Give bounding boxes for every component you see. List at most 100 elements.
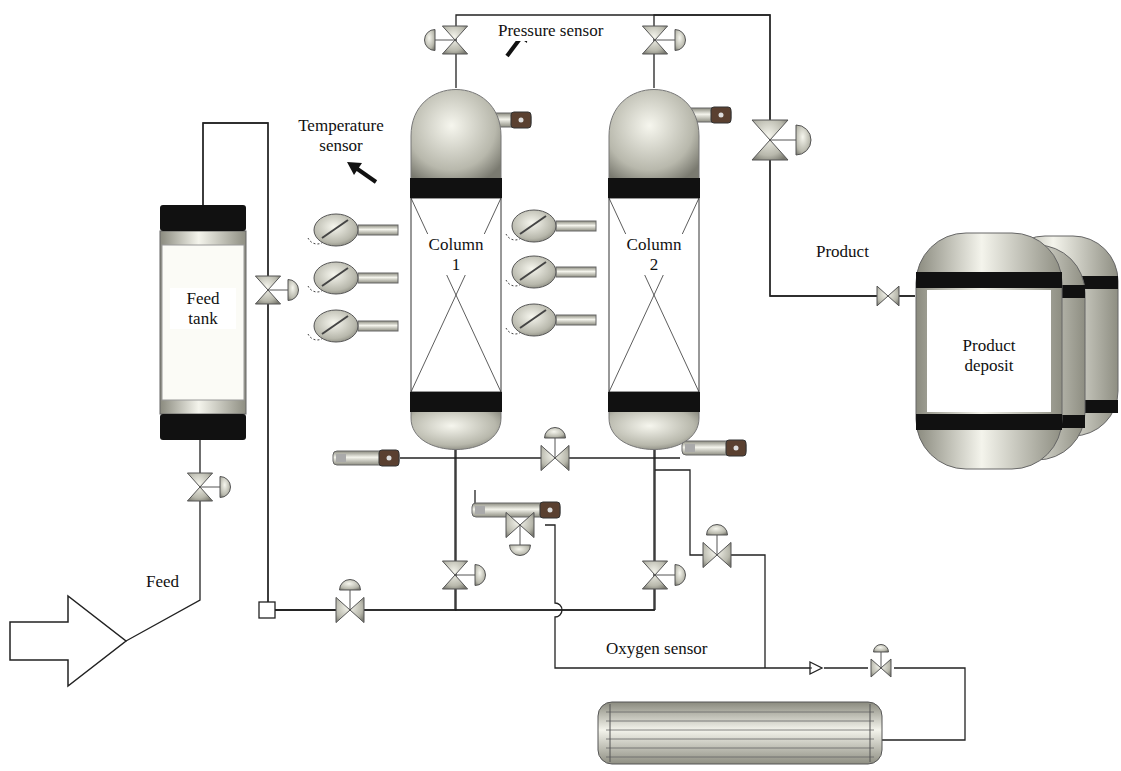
control-valve (506, 512, 534, 555)
pointer-arrow (347, 162, 362, 175)
pressure-sensor-symbol (682, 440, 746, 456)
thermo-mark (322, 316, 348, 334)
thermo-head (314, 262, 358, 294)
sensor-fin (606, 748, 874, 749)
control-valve (642, 26, 685, 54)
sensor-dot (734, 446, 739, 451)
pipe-line (400, 457, 680, 458)
flow-arrowhead (810, 662, 822, 674)
sensor-dot (519, 118, 524, 123)
valve-stem (268, 290, 288, 291)
valve-actuator (874, 645, 889, 653)
valve-stem (717, 535, 718, 555)
sensor-fin (606, 712, 874, 713)
temperature-sensor-symbol (308, 214, 398, 246)
vessel-label: Column 2 (621, 234, 687, 275)
sensor-cap (475, 506, 485, 514)
pipe-line (730, 555, 765, 668)
connector-line (456, 15, 915, 296)
valve-stem (770, 140, 796, 141)
sensor-fin (606, 757, 874, 758)
sensor-head (711, 107, 731, 123)
pipe-line (545, 525, 812, 668)
sensor-head (540, 502, 560, 518)
valve-actuator (340, 580, 361, 591)
adsorption-column: Column 1 (410, 88, 502, 450)
thermo-head (512, 210, 556, 242)
thermo-head (314, 214, 358, 246)
valve-stem (350, 590, 351, 610)
valve-actuator (510, 545, 531, 556)
valve-stem (455, 575, 475, 576)
sensor-head (726, 440, 746, 456)
valve-actuator (707, 525, 728, 536)
pipe-connector (203, 123, 654, 610)
thermo-head (314, 310, 358, 342)
column-dome (411, 410, 501, 450)
valve-actuator (475, 565, 486, 586)
thermo-mark (322, 220, 348, 238)
temperature-sensor-symbol (506, 304, 596, 336)
pipe-line (824, 667, 868, 668)
oxygen-sensor-body (598, 702, 882, 764)
valve-actuator (545, 428, 566, 439)
thermo-stem (358, 273, 398, 283)
deposit-band (916, 272, 1062, 288)
valve-actuator (425, 30, 435, 51)
control-valve (255, 276, 298, 304)
sensor-body (472, 503, 560, 517)
connector-line (203, 123, 654, 610)
temperature-sensor-symbol (308, 310, 398, 342)
control-valve (877, 286, 899, 306)
sensor-cap (685, 444, 695, 452)
thermo-stem (556, 267, 596, 277)
node-text-stack: Column 2 (621, 234, 687, 275)
valve-stem (520, 525, 521, 545)
deposit-body (916, 233, 1062, 469)
temperature-sensor-symbol (506, 210, 596, 242)
valve-actuator (288, 280, 299, 301)
sensor-fin (606, 721, 874, 722)
sensor-cap (336, 454, 346, 462)
callout-label: Product (816, 242, 869, 262)
sensor-dot (548, 508, 553, 513)
valve-stem (200, 487, 220, 488)
callout-label: Temperature sensor (282, 116, 400, 155)
column-dome (609, 410, 699, 450)
valve-stem (555, 438, 556, 458)
column-band (410, 178, 502, 198)
thermo-mark (520, 262, 546, 280)
valve-stem (655, 575, 675, 576)
callout-label: Oxygen sensor (606, 639, 708, 659)
node-text-stack: Column 1 (423, 234, 489, 275)
callout-label: Feed (146, 572, 179, 592)
valve-body (877, 286, 899, 306)
packed-bed-cross (609, 198, 699, 392)
tank-panel (162, 245, 244, 400)
thermo-stem (556, 315, 596, 325)
pressure-sensor-symbol (472, 502, 560, 518)
sensor-fin (606, 739, 874, 740)
valve-stem (435, 40, 455, 41)
sensor-head (511, 112, 531, 128)
thermo-stem (556, 221, 596, 231)
pipe-line (455, 609, 655, 610)
thermo-mark (520, 310, 546, 328)
valve-actuator (796, 125, 811, 155)
column-dome (411, 90, 501, 181)
column-bed (609, 198, 699, 392)
deposit-panel (927, 290, 1051, 412)
pipe-line (810, 668, 812, 669)
tank-body (160, 231, 246, 414)
vessel-label: Product deposit (942, 335, 1036, 376)
pipe-connector (456, 15, 915, 296)
node-text-stack: Product deposit (942, 335, 1036, 376)
thermo-head (512, 256, 556, 288)
column-dome (609, 90, 699, 181)
valve-actuator (675, 565, 686, 586)
sensor-body (333, 451, 399, 465)
control-valve (425, 26, 468, 54)
storage-vessel: Product deposit (915, 232, 1063, 470)
thermo-head (512, 304, 556, 336)
deposit-band (916, 414, 1062, 430)
